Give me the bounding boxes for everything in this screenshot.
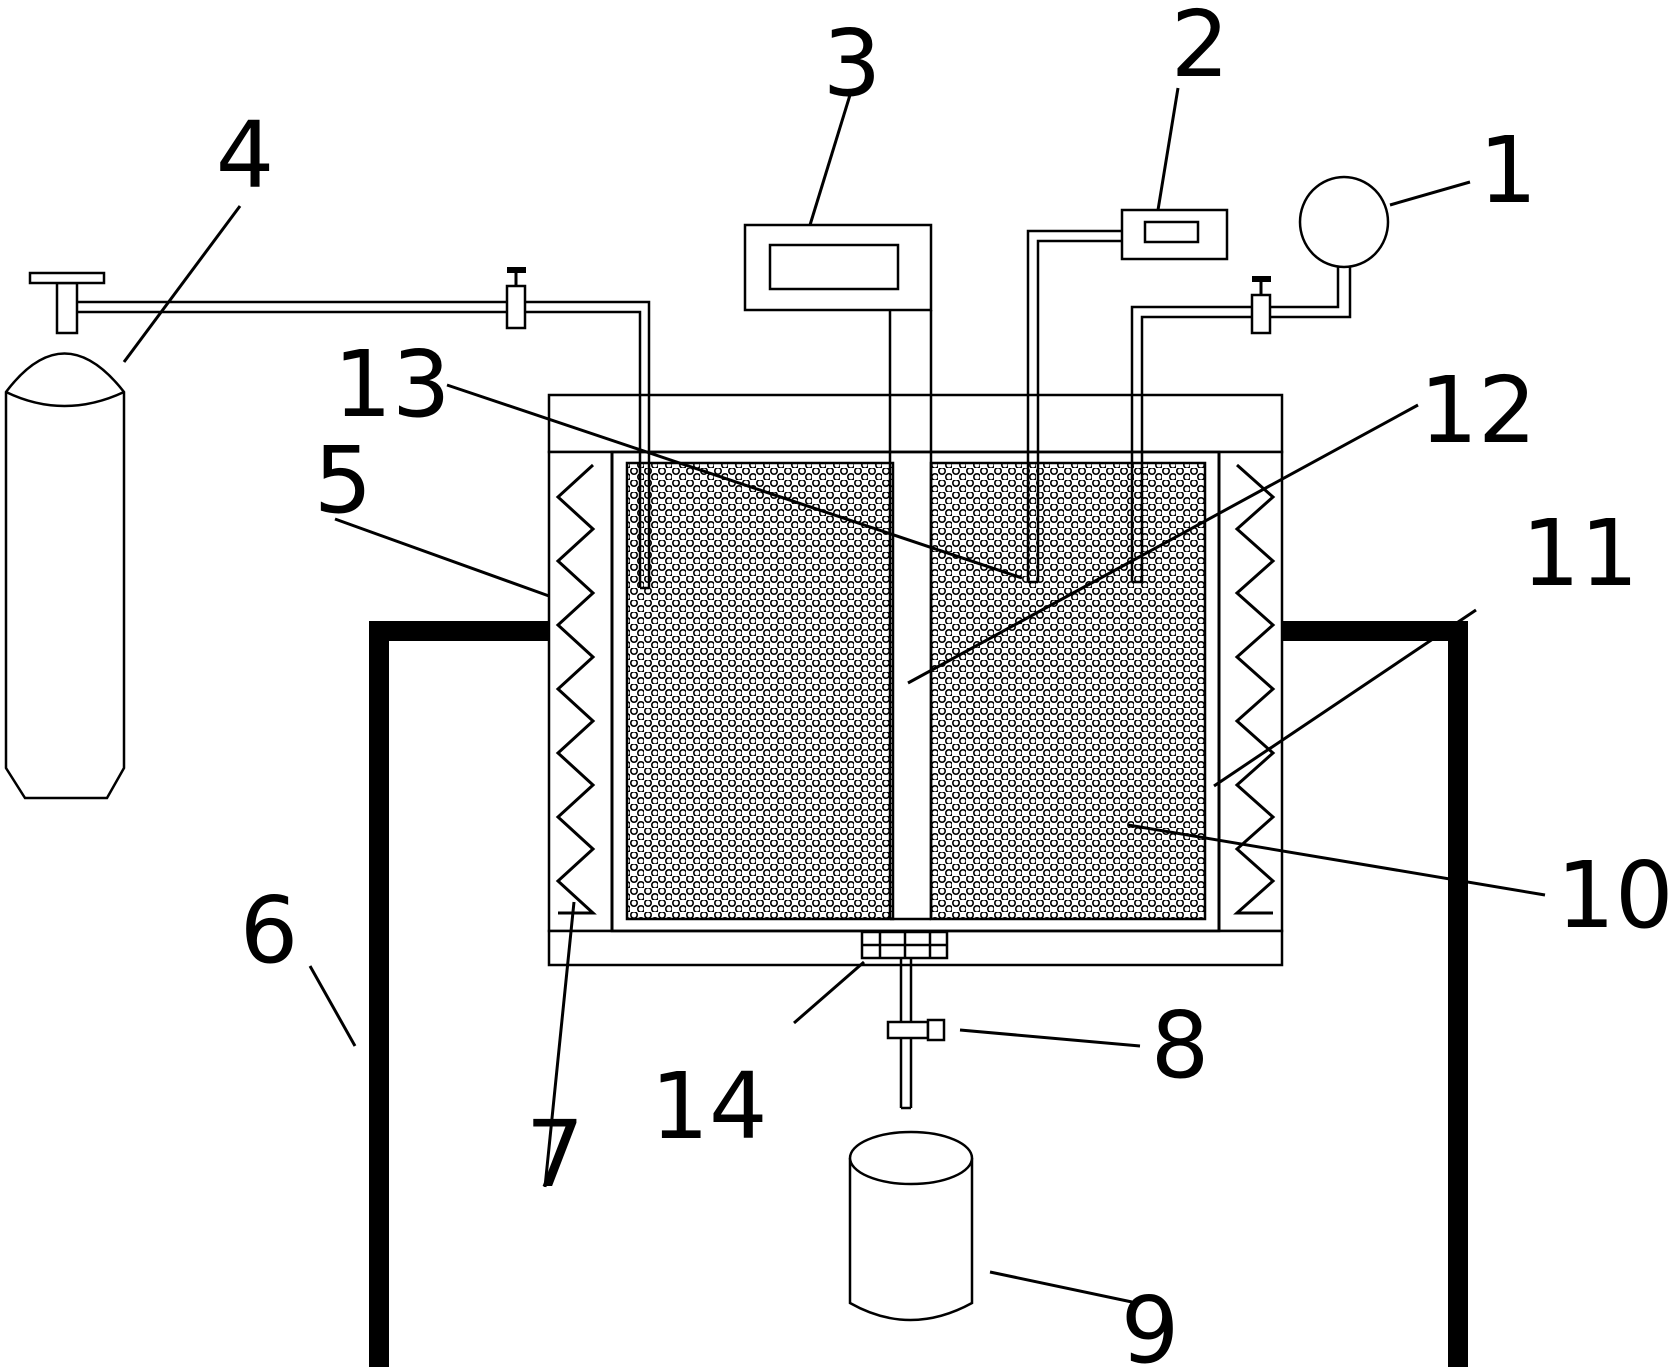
label-11: 11 xyxy=(1521,500,1638,607)
vessel-lid xyxy=(547,393,1284,454)
gas-inlet-pipe xyxy=(77,267,651,590)
label-2: 2 xyxy=(1171,0,1230,98)
leader-1 xyxy=(1389,180,1471,207)
label-5: 5 xyxy=(314,427,373,534)
leader-9 xyxy=(989,1270,1133,1304)
bag-valve-handle xyxy=(1252,276,1271,282)
label-6: 6 xyxy=(240,877,299,984)
drain-assembly xyxy=(848,958,974,1322)
leader-lines xyxy=(122,87,1546,1304)
leader-5 xyxy=(334,517,550,598)
label-14: 14 xyxy=(650,1053,767,1160)
bag-valve-body xyxy=(1250,293,1272,335)
temperature-controller xyxy=(743,223,933,921)
stand-right-leg xyxy=(1281,621,1468,1367)
leader-11 xyxy=(1213,608,1477,788)
leader-14 xyxy=(793,960,865,1025)
gas-bag-balloon xyxy=(1298,175,1390,269)
leader-2 xyxy=(1156,87,1180,211)
leader-13 xyxy=(446,383,1023,580)
thermowell xyxy=(888,310,933,919)
reactor-vessel xyxy=(547,393,1284,967)
gauge-display xyxy=(1143,220,1200,244)
gas-bag xyxy=(1130,175,1390,584)
stand xyxy=(369,621,1468,1367)
drain-valve-body xyxy=(886,1020,930,1040)
packing-left xyxy=(625,461,895,921)
pressure-gauge xyxy=(1026,208,1229,584)
cylinder-handwheel xyxy=(28,271,106,285)
inlet-valve-body xyxy=(505,284,527,330)
part-labels: 1 2 3 4 5 6 7 8 9 10 11 12 13 14 xyxy=(216,0,1674,1367)
stand-left-leg xyxy=(369,621,549,1367)
collection-beaker xyxy=(848,1130,974,1322)
label-10: 10 xyxy=(1556,842,1673,949)
label-1: 1 xyxy=(1479,117,1538,224)
leader-6 xyxy=(308,965,357,1047)
label-8: 8 xyxy=(1151,992,1210,1099)
label-3: 3 xyxy=(823,10,882,117)
label-13: 13 xyxy=(333,331,450,438)
controller-display xyxy=(768,243,900,291)
inlet-valve-handle xyxy=(507,267,526,273)
cylinder-valve-stem xyxy=(55,281,79,335)
label-12: 12 xyxy=(1419,357,1536,464)
label-7: 7 xyxy=(526,1101,585,1208)
leader-4 xyxy=(122,205,242,363)
label-9: 9 xyxy=(1121,1277,1180,1367)
heating-coil-right xyxy=(1233,463,1276,915)
leader-12 xyxy=(907,403,1419,685)
packing-right xyxy=(929,461,1207,921)
gas-cylinder xyxy=(4,271,126,800)
drain-valve-knob xyxy=(926,1018,946,1042)
label-4: 4 xyxy=(216,102,275,209)
leader-3 xyxy=(808,94,852,226)
leader-7 xyxy=(543,901,576,1188)
leader-10 xyxy=(1127,823,1546,897)
leader-8 xyxy=(959,1028,1141,1048)
heating-coil-left xyxy=(555,463,597,915)
